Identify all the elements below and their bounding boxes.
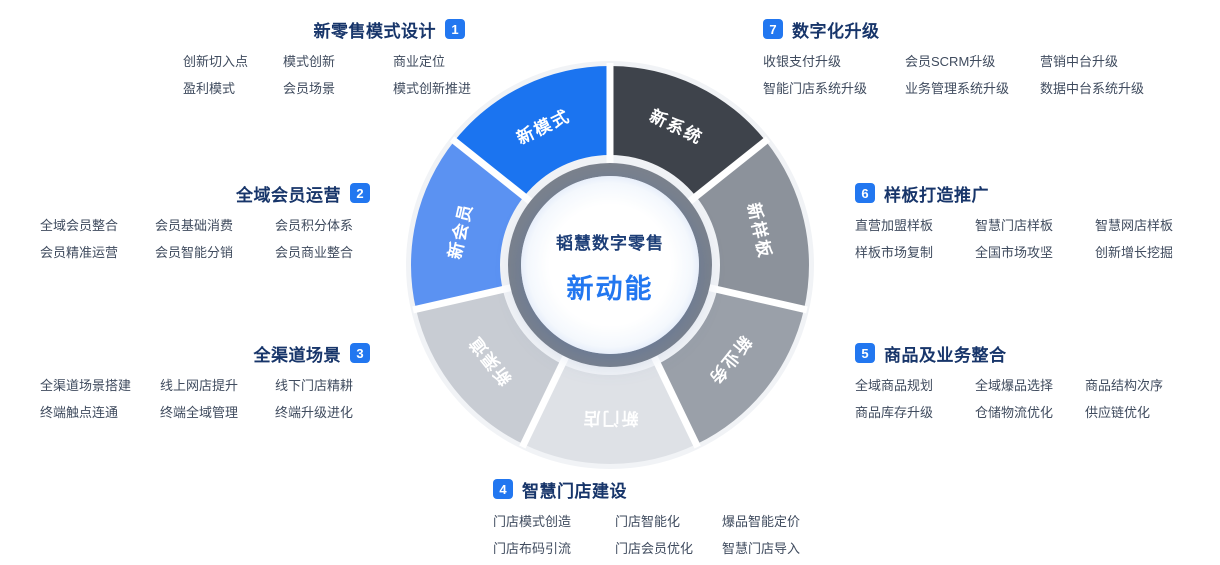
section-item: 智慧门店导入 xyxy=(722,541,801,556)
section-number-badge: 2 xyxy=(350,183,370,203)
section-items: 全渠道场景搭建 线上网店提升 线下门店精耕 终端触点连通 终端全域管理 终端升级… xyxy=(40,374,370,425)
section-items: 全域会员整合 会员基础消费 会员积分体系 会员精准运营 会员智能分销 会员商业整… xyxy=(40,214,370,265)
section-title: 样板打造推广 xyxy=(884,185,989,205)
wheel-segment xyxy=(411,140,525,310)
section-number-badge: 7 xyxy=(763,19,783,39)
wheel-segment xyxy=(454,66,611,197)
section-item: 供应链优化 xyxy=(1085,405,1151,420)
section-item: 智能门店系统升级 xyxy=(763,81,868,96)
wheel-segment xyxy=(695,140,809,310)
section-item: 会员智能分销 xyxy=(155,245,234,260)
segment-divider xyxy=(678,136,771,212)
section-item: 智慧网店样板 xyxy=(1095,218,1174,233)
section-item: 爆品智能定价 xyxy=(722,514,801,529)
section-title: 全渠道场景 xyxy=(253,345,341,365)
section-items: 创新切入点 模式创新 商业定位 盈利模式 会员场景 模式创新推进 xyxy=(183,50,471,101)
segment-divider xyxy=(412,281,524,314)
section-item: 终端触点连通 xyxy=(40,405,119,420)
section-item: 样板市场复制 xyxy=(855,245,934,260)
brand-name: 韬慧数字零售 xyxy=(556,234,664,253)
section-number-badge: 3 xyxy=(350,343,370,363)
section-item: 营销中台升级 xyxy=(1040,54,1119,69)
section-title-row: 7 数字化升级 xyxy=(763,18,1161,41)
section-item: 模式创新推进 xyxy=(393,81,472,96)
center-circle xyxy=(521,176,699,354)
wheel-segment-label: 新门店 xyxy=(582,409,639,429)
section-item: 会员商业整合 xyxy=(275,245,354,260)
section-item: 终端全域管理 xyxy=(160,405,239,420)
section-item: 线上网店提升 xyxy=(160,378,239,393)
section-item: 会员积分体系 xyxy=(275,218,354,233)
wheel-segment xyxy=(415,289,563,445)
section-item: 直营加盟样板 xyxy=(855,218,934,233)
section-item: 盈利模式 xyxy=(183,81,236,96)
section-item: 仓储物流优化 xyxy=(975,405,1054,420)
section-title: 智慧门店建设 xyxy=(522,481,627,501)
segment-divider xyxy=(696,281,808,314)
section-item: 全域商品规划 xyxy=(855,378,934,393)
section-number-badge: 6 xyxy=(855,183,875,203)
section-7-digital-upgrade: 7 数字化升级 收银支付升级 会员SCRM升级 营销中台升级 智能门店系统升级 … xyxy=(763,18,1161,101)
section-3-omni-channel-scene: 全渠道场景 3 全渠道场景搭建 线上网店提升 线下门店精耕 终端触点连通 终端全… xyxy=(40,342,370,425)
section-item: 终端升级进化 xyxy=(275,405,354,420)
section-items: 门店模式创造 门店智能化 爆品智能定价 门店布码引流 门店会员优化 智慧门店导入 xyxy=(493,510,823,561)
section-item: 智慧门店样板 xyxy=(975,218,1054,233)
section-item: 全渠道场景搭建 xyxy=(40,378,132,393)
section-title-row: 5 商品及业务整合 xyxy=(855,342,1167,365)
section-title-row: 6 样板打造推广 xyxy=(855,182,1190,205)
section-item: 门店智能化 xyxy=(615,514,681,529)
section-number-badge: 1 xyxy=(445,19,465,39)
segment-divider xyxy=(449,136,542,212)
wheel-segment xyxy=(609,66,766,197)
segment-divider xyxy=(645,344,701,449)
section-1-new-retail-model-design: 新零售模式设计 1 创新切入点 模式创新 商业定位 盈利模式 会员场景 模式创新… xyxy=(183,18,471,101)
section-number-badge: 4 xyxy=(493,479,513,499)
section-items: 全域商品规划 全域爆品选择 商品结构次序 商品库存升级 仓储物流优化 供应链优化 xyxy=(855,374,1167,425)
section-title: 新零售模式设计 xyxy=(313,21,436,41)
section-item: 创新切入点 xyxy=(183,54,249,69)
center-ring xyxy=(508,163,712,367)
section-item: 收银支付升级 xyxy=(763,54,842,69)
section-items: 收银支付升级 会员SCRM升级 营销中台升级 智能门店系统升级 业务管理系统升级… xyxy=(763,50,1161,101)
wheel-segment xyxy=(657,289,805,445)
section-item: 商品库存升级 xyxy=(855,405,934,420)
section-item: 线下门店精耕 xyxy=(275,378,354,393)
section-title-row: 全渠道场景 3 xyxy=(40,342,370,365)
wheel-center-label: 韬慧数字零售 新动能 xyxy=(530,229,690,306)
section-item: 业务管理系统升级 xyxy=(905,81,1010,96)
segment-divider xyxy=(519,344,575,449)
section-item: 商业定位 xyxy=(393,54,446,69)
section-item: 全域爆品选择 xyxy=(975,378,1054,393)
strategy-wheel: 新模式新系统新样板新业务新门店新渠道新会员 xyxy=(406,61,814,469)
section-item: 全域会员整合 xyxy=(40,218,119,233)
section-item: 门店会员优化 xyxy=(615,541,694,556)
section-item: 门店模式创造 xyxy=(493,514,572,529)
section-2-omni-member-operation: 全域会员运营 2 全域会员整合 会员基础消费 会员积分体系 会员精准运营 会员智… xyxy=(40,182,370,265)
section-6-template-promotion: 6 样板打造推广 直营加盟样板 智慧门店样板 智慧网店样板 样板市场复制 全国市… xyxy=(855,182,1190,265)
section-items: 直营加盟样板 智慧门店样板 智慧网店样板 样板市场复制 全国市场攻坚 创新增长挖… xyxy=(855,214,1190,265)
section-item: 创新增长挖掘 xyxy=(1095,245,1174,260)
section-item: 模式创新 xyxy=(283,54,336,69)
section-item: 会员场景 xyxy=(283,81,336,96)
section-title-row: 全域会员运营 2 xyxy=(40,182,370,205)
section-title: 数字化升级 xyxy=(792,21,880,41)
wheel-segment xyxy=(523,364,697,464)
section-5-product-business-integration: 5 商品及业务整合 全域商品规划 全域爆品选择 商品结构次序 商品库存升级 仓储… xyxy=(855,342,1167,425)
section-number-badge: 5 xyxy=(855,343,875,363)
section-item: 全国市场攻坚 xyxy=(975,245,1054,260)
section-item: 会员SCRM升级 xyxy=(905,54,996,69)
section-item: 数据中台系统升级 xyxy=(1040,81,1145,96)
section-title: 商品及业务整合 xyxy=(884,345,1007,365)
section-4-smart-store-construction: 4 智慧门店建设 门店模式创造 门店智能化 爆品智能定价 门店布码引流 门店会员… xyxy=(493,478,823,561)
slogan: 新动能 xyxy=(566,274,654,304)
section-item: 门店布码引流 xyxy=(493,541,572,556)
section-title-row: 4 智慧门店建设 xyxy=(493,478,823,501)
section-title: 全域会员运营 xyxy=(236,185,341,205)
section-item: 商品结构次序 xyxy=(1085,378,1164,393)
section-item: 会员基础消费 xyxy=(155,218,234,233)
section-title-row: 新零售模式设计 1 xyxy=(183,18,465,41)
section-item: 会员精准运营 xyxy=(40,245,119,260)
